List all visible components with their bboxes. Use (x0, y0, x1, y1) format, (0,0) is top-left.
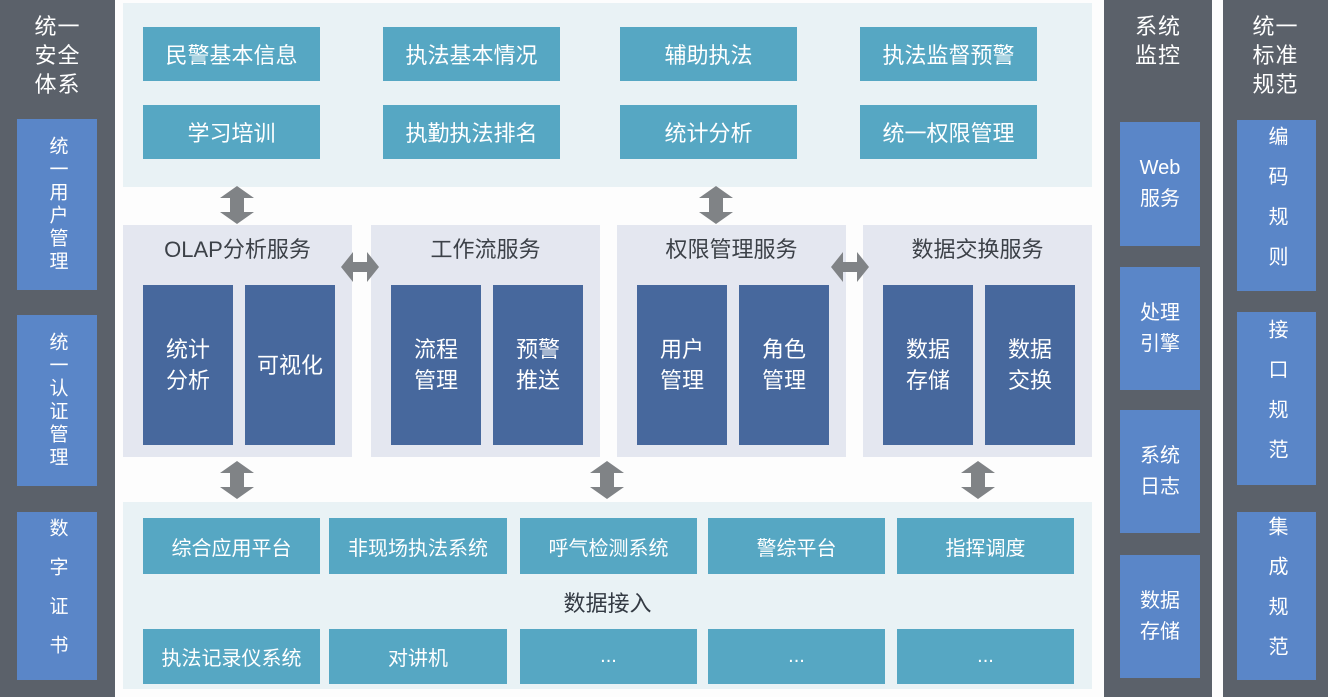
node-label: 呼气检测系统 (548, 537, 669, 560)
node-alert-push: 预警 推送 (493, 285, 583, 445)
node-breath-test-system: 呼气检测系统 (520, 518, 697, 574)
node-label: 数据 存储 (905, 337, 950, 393)
node-label: 执法基本情况 (405, 43, 538, 68)
node-label: 数字证书 (46, 518, 68, 674)
node-statistical-analysis: 统计分析 (620, 105, 797, 159)
node-enforcement-supervision-warning: 执法监督预警 (860, 27, 1037, 81)
node-digital-certificate: 数字证书 (17, 512, 97, 680)
node-police-basic-info: 民警基本信息 (143, 27, 320, 81)
service-panel-title: 数据交换服务 (911, 237, 1044, 262)
node-label: Web 服务 (1139, 157, 1181, 210)
node-label: 民警基本信息 (165, 43, 298, 68)
node-label: 数据 存储 (1140, 589, 1180, 643)
node-label: 警综平台 (756, 537, 837, 560)
node-data-storage: 数据 存储 (883, 285, 973, 445)
node-coding-rules: 编码规则 (1237, 120, 1316, 291)
node-label: ... (977, 645, 994, 667)
double-arrow-horizontal-icon (831, 252, 869, 282)
node-walkie-talkie: 对讲机 (329, 629, 507, 684)
double-arrow-vertical-icon (220, 461, 254, 499)
node-label: 指挥调度 (945, 537, 1026, 560)
node-label: 执法记录仪系统 (161, 648, 302, 670)
node-label: 预警 推送 (515, 337, 560, 393)
service-panel-title: 工作流服务 (430, 237, 541, 262)
security-column: 统一 安全 体系 统一用户管理 统一认证管理 数字证书 (0, 0, 115, 697)
node-processing-engine: 处理 引擎 (1120, 267, 1200, 390)
node-process-management: 流程 管理 (391, 285, 481, 445)
node-label: 数据 交换 (1007, 337, 1052, 393)
panel-workflow-service: 工作流服务 流程 管理 预警 推送 (371, 225, 600, 457)
double-arrow-vertical-icon (590, 461, 624, 499)
node-integration-spec: 集成规范 (1237, 512, 1316, 680)
node-learning-training: 学习培训 (143, 105, 320, 159)
node-label: 统一认证管理 (46, 331, 68, 470)
standards-column-title: 统一 标准 规范 (1252, 14, 1299, 97)
node-unified-auth-management: 统一认证管理 (17, 315, 97, 486)
node-label: 执勤执法排名 (405, 121, 538, 146)
node-system-log: 系统 日志 (1120, 410, 1200, 533)
node-visualization: 可视化 (245, 285, 335, 445)
standards-column: 统一 标准 规范 编码规则 接口规范 集成规范 (1223, 0, 1328, 697)
node-label: 角色 管理 (761, 337, 806, 393)
double-arrow-vertical-icon (961, 461, 995, 499)
node-label: 处理 引擎 (1140, 301, 1180, 355)
node-label: 对讲机 (388, 648, 448, 670)
node-label: 编码规则 (1265, 125, 1287, 286)
data-access-label: 数据接入 (563, 591, 652, 616)
node-monitor-data-storage: 数据 存储 (1120, 555, 1200, 678)
node-ellipsis-source-2: ... (708, 629, 885, 684)
node-label: 可视化 (256, 352, 323, 378)
node-data-exchange: 数据 交换 (985, 285, 1075, 445)
node-label: 统计 分析 (165, 337, 210, 393)
node-integrated-app-platform: 综合应用平台 (143, 518, 320, 574)
double-arrow-horizontal-icon (341, 252, 379, 282)
service-panel-title: 权限管理服务 (665, 237, 798, 262)
node-unified-permission-management: 统一权限管理 (860, 105, 1037, 159)
node-label: 统计分析 (664, 121, 753, 146)
node-police-integrated-platform: 警综平台 (708, 518, 885, 574)
application-layer-panel: 民警基本信息 执法基本情况 辅助执法 执法监督预警 学习培训 执勤执法排名 统计… (123, 3, 1092, 187)
node-user-management: 用户 管理 (637, 285, 727, 445)
node-label: 用户 管理 (659, 337, 704, 393)
node-label: ... (600, 645, 617, 667)
node-stat-analysis: 统计 分析 (143, 285, 233, 445)
node-duty-enforcement-ranking: 执勤执法排名 (383, 105, 560, 159)
panel-data-exchange-service: 数据交换服务 数据 存储 数据 交换 (863, 225, 1092, 457)
panel-permission-service: 权限管理服务 用户 管理 角色 管理 (617, 225, 846, 457)
node-ellipsis-source-1: ... (520, 629, 697, 684)
node-label: 接口规范 (1265, 318, 1287, 479)
node-unified-user-management: 统一用户管理 (17, 119, 97, 290)
node-ellipsis-source-3: ... (897, 629, 1074, 684)
security-column-title: 统一 安全 体系 (34, 14, 81, 97)
monitor-column-title: 系统 监控 (1134, 14, 1181, 68)
node-label: 非现场执法系统 (348, 537, 488, 560)
node-label: 辅助执法 (664, 43, 753, 68)
node-offsite-enforcement-system: 非现场执法系统 (329, 518, 507, 574)
node-web-service: Web 服务 (1120, 122, 1200, 246)
node-body-camera-system: 执法记录仪系统 (143, 629, 320, 684)
node-interface-spec: 接口规范 (1237, 312, 1316, 485)
panel-olap-service: OLAP分析服务 统计 分析 可视化 (123, 225, 352, 457)
node-label: 学习培训 (187, 121, 276, 146)
node-enforcement-basic-status: 执法基本情况 (383, 27, 560, 81)
node-label: 系统 日志 (1140, 444, 1180, 498)
node-role-management: 角色 管理 (739, 285, 829, 445)
service-panel-title: OLAP分析服务 (164, 237, 311, 262)
node-label: ... (788, 645, 805, 667)
monitor-column: 系统 监控 Web 服务 处理 引擎 系统 日志 数据 存储 (1104, 0, 1212, 697)
node-label: 综合应用平台 (171, 537, 292, 560)
double-arrow-vertical-icon (699, 186, 733, 224)
node-label: 集成规范 (1265, 516, 1287, 676)
node-label: 统一权限管理 (882, 121, 1015, 146)
data-access-panel: 综合应用平台 非现场执法系统 呼气检测系统 警综平台 指挥调度 数据接入 执法记… (123, 502, 1092, 689)
node-assisted-enforcement: 辅助执法 (620, 27, 797, 81)
node-label: 统一用户管理 (46, 135, 68, 274)
node-label: 执法监督预警 (882, 43, 1015, 68)
node-label: 流程 管理 (413, 337, 458, 393)
double-arrow-vertical-icon (220, 186, 254, 224)
node-command-dispatch: 指挥调度 (897, 518, 1074, 574)
